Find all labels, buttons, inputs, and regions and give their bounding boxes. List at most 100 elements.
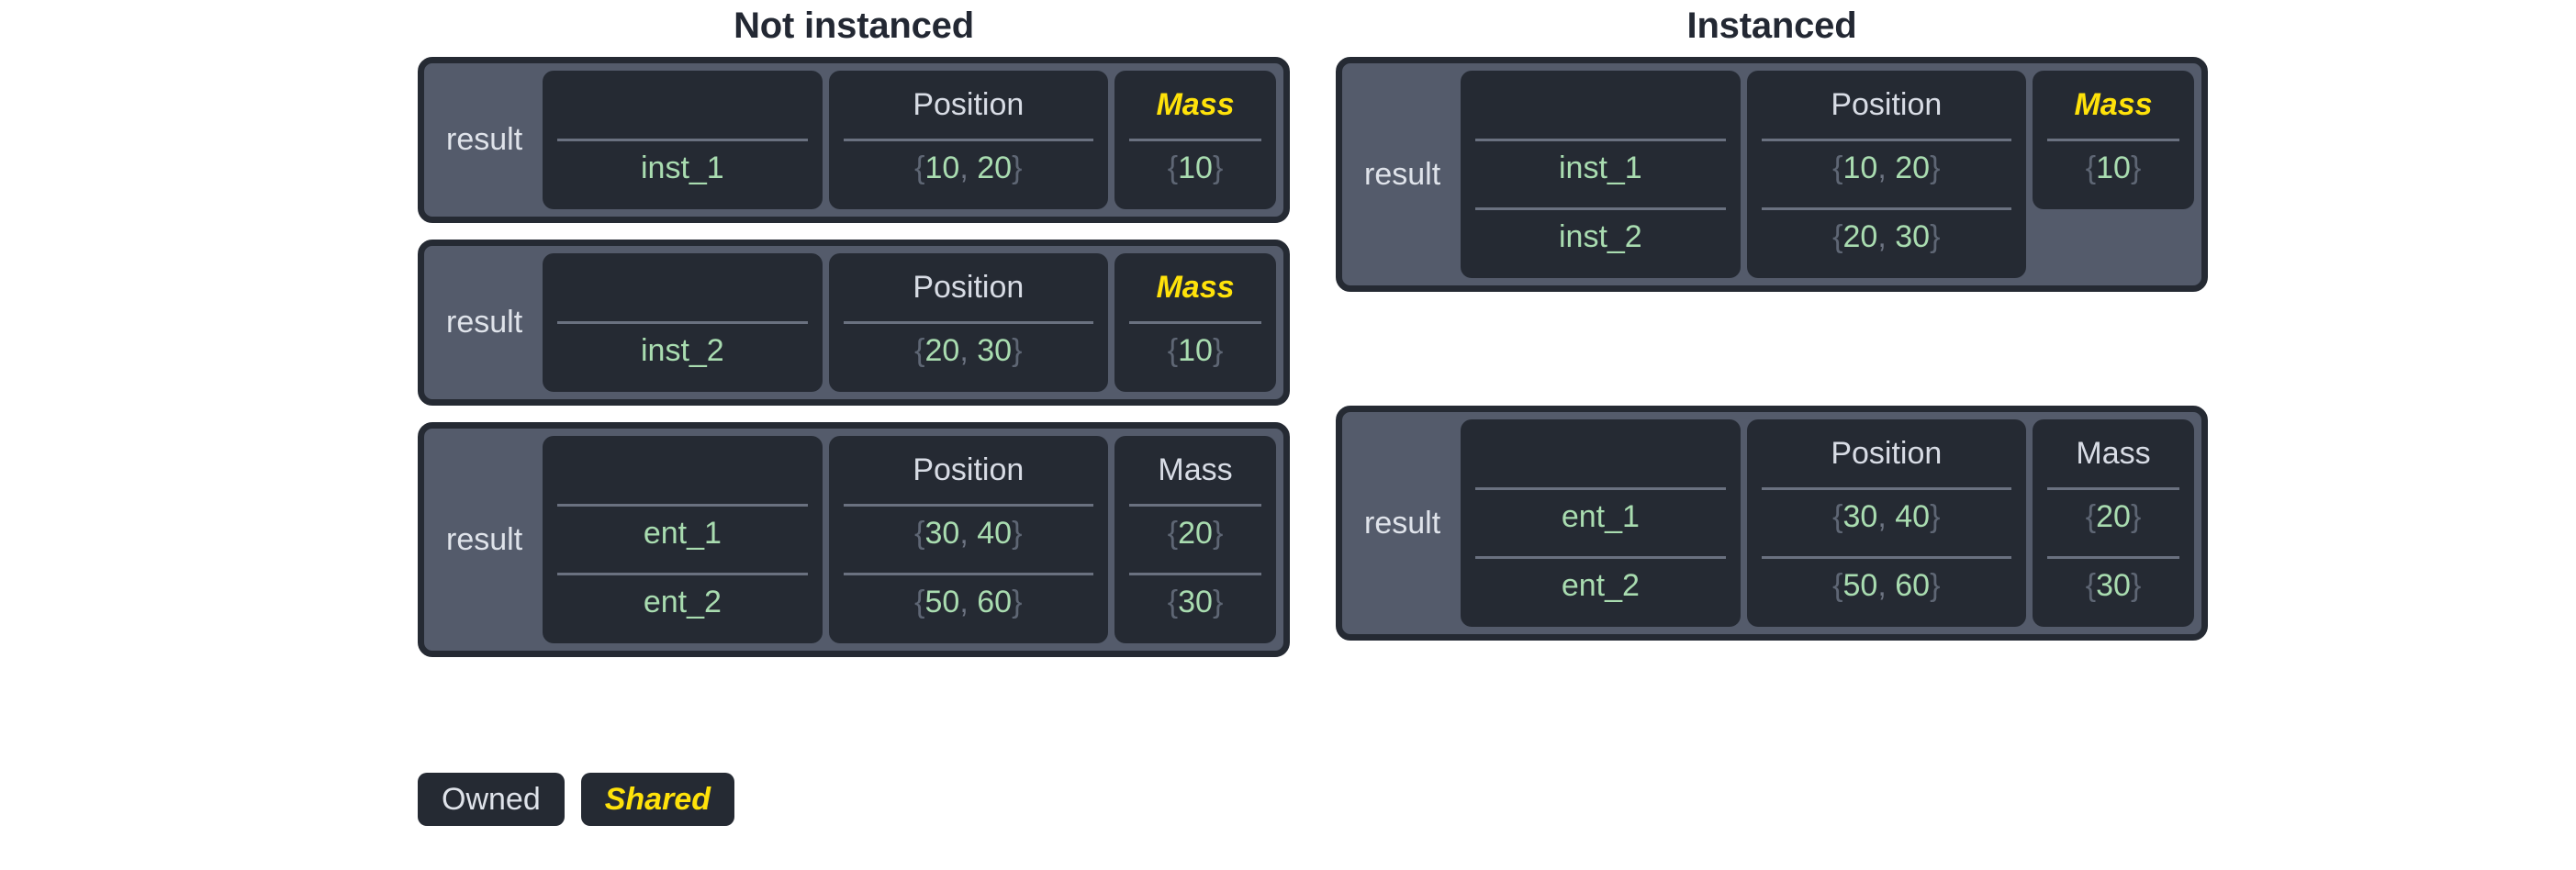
table-cell: {30, 40}	[1761, 487, 2012, 543]
table-cell: inst_1	[1475, 139, 1726, 195]
panel-label: result	[446, 305, 523, 340]
brace-glyph: {	[2085, 568, 2097, 603]
table-column-card[interactable]: Mass {10}	[2033, 71, 2195, 209]
brace-glyph: {	[1167, 516, 1179, 551]
brace-glyph: {	[1832, 219, 1843, 254]
comma-glyph: ,	[1877, 568, 1887, 603]
table-cell: {10, 20}	[843, 139, 1094, 195]
table-cell: inst_1	[557, 139, 808, 195]
comma-glyph: ,	[1877, 151, 1887, 185]
brace-glyph: }	[1212, 516, 1224, 551]
table-cell: {10}	[1129, 321, 1262, 377]
comma-glyph: ,	[959, 516, 969, 551]
table-column-card[interactable]: Position {20, 30}	[828, 253, 1109, 392]
table-column-card[interactable]: ent_1 ent_2	[1461, 419, 1741, 627]
brace-glyph: }	[1212, 585, 1224, 619]
comma-glyph: ,	[1877, 219, 1887, 254]
table-column-card[interactable]: Position {10, 20}	[828, 71, 1109, 209]
column-header: Position	[1831, 436, 1943, 471]
table-column-card[interactable]: Mass {10}	[1114, 253, 1277, 392]
column-group: inst_1 Position {10, 20} Mass {10}	[543, 71, 1277, 209]
panel-label: result	[1364, 505, 1441, 541]
brace-glyph: {	[914, 585, 925, 619]
brace-glyph: {	[914, 333, 925, 368]
column-header	[1475, 432, 1725, 474]
legend-chip-shared[interactable]: Shared	[580, 773, 734, 826]
column-header: Mass	[1156, 87, 1235, 122]
brace-glyph: }	[1012, 585, 1023, 619]
brace-glyph: }	[1012, 333, 1023, 368]
brace-glyph: }	[1930, 568, 1941, 603]
table-column-card[interactable]: Mass {10}	[1114, 71, 1277, 209]
table-cell: ent_1	[557, 504, 808, 560]
panel-label: result	[446, 122, 523, 157]
column-header: Mass	[1156, 270, 1235, 305]
table-cell: {10}	[2047, 139, 2180, 195]
panel-label: result	[1364, 156, 1441, 192]
brace-glyph: }	[2130, 568, 2142, 603]
table-cell: {20, 30}	[1761, 207, 2012, 263]
brace-glyph: {	[914, 151, 925, 185]
panel-label: result	[446, 521, 523, 557]
brace-glyph: {	[1167, 585, 1179, 619]
table-cell: ent_1	[1475, 487, 1726, 543]
result-panel[interactable]: result inst_2 Position {20, 30} Mass {10}	[418, 240, 1290, 406]
table-column-card[interactable]: Position{30, 40}{50, 60}	[1746, 419, 2027, 627]
brace-glyph: {	[1167, 333, 1179, 368]
table-cell: {30}	[2047, 556, 2180, 612]
brace-glyph: }	[1012, 516, 1023, 551]
column-header: Mass	[2074, 87, 2153, 122]
table-cell: {20, 30}	[843, 321, 1094, 377]
brace-glyph: }	[1212, 333, 1224, 368]
brace-glyph: }	[1212, 151, 1224, 185]
column-header: Position	[913, 270, 1025, 305]
table-cell: {30, 40}	[843, 504, 1094, 560]
brace-glyph: {	[2085, 499, 2097, 534]
brace-glyph: {	[1832, 499, 1843, 534]
brace-glyph: {	[2085, 151, 2097, 185]
column-header: Mass	[1158, 452, 1233, 487]
table-column-card[interactable]: inst_2	[543, 253, 823, 392]
brace-glyph: {	[1167, 151, 1179, 185]
column-header: Position	[1831, 87, 1943, 122]
comma-glyph: ,	[959, 333, 969, 368]
table-cell: {10}	[1129, 139, 1262, 195]
column-header: Position	[913, 87, 1025, 122]
brace-glyph: }	[1012, 151, 1023, 185]
column-title-instanced: Instanced	[1686, 6, 1857, 46]
brace-glyph: }	[1930, 151, 1941, 185]
table-cell: {20}	[2047, 487, 2180, 543]
table-cell: inst_2	[557, 321, 808, 377]
table-column-card[interactable]: Mass {20} {30}	[2033, 419, 2195, 627]
comma-glyph: ,	[1877, 499, 1887, 534]
comma-glyph: ,	[959, 585, 969, 619]
table-column-card[interactable]: inst_1	[543, 71, 823, 209]
brace-glyph: {	[914, 516, 925, 551]
table-cell: {30}	[1129, 573, 1262, 629]
column-header	[1475, 84, 1725, 126]
table-column-card[interactable]: Position{10, 20}{20, 30}	[1746, 71, 2027, 278]
brace-glyph: }	[2130, 151, 2142, 185]
legend-chip-owned[interactable]: Owned	[418, 773, 565, 826]
column-header	[557, 266, 807, 308]
table-column-card[interactable]: Position{30, 40}{50, 60}	[828, 436, 1109, 643]
result-panel[interactable]: result inst_1 Position {10, 20} Mass {10}	[418, 57, 1290, 223]
table-cell: ent_2	[1475, 556, 1726, 612]
comma-glyph: ,	[959, 151, 969, 185]
brace-glyph: }	[1930, 499, 1941, 534]
column-header: Mass	[2076, 436, 2151, 471]
brace-glyph: {	[1832, 568, 1843, 603]
table-column-card[interactable]: Mass{20}{30}	[1114, 436, 1277, 643]
